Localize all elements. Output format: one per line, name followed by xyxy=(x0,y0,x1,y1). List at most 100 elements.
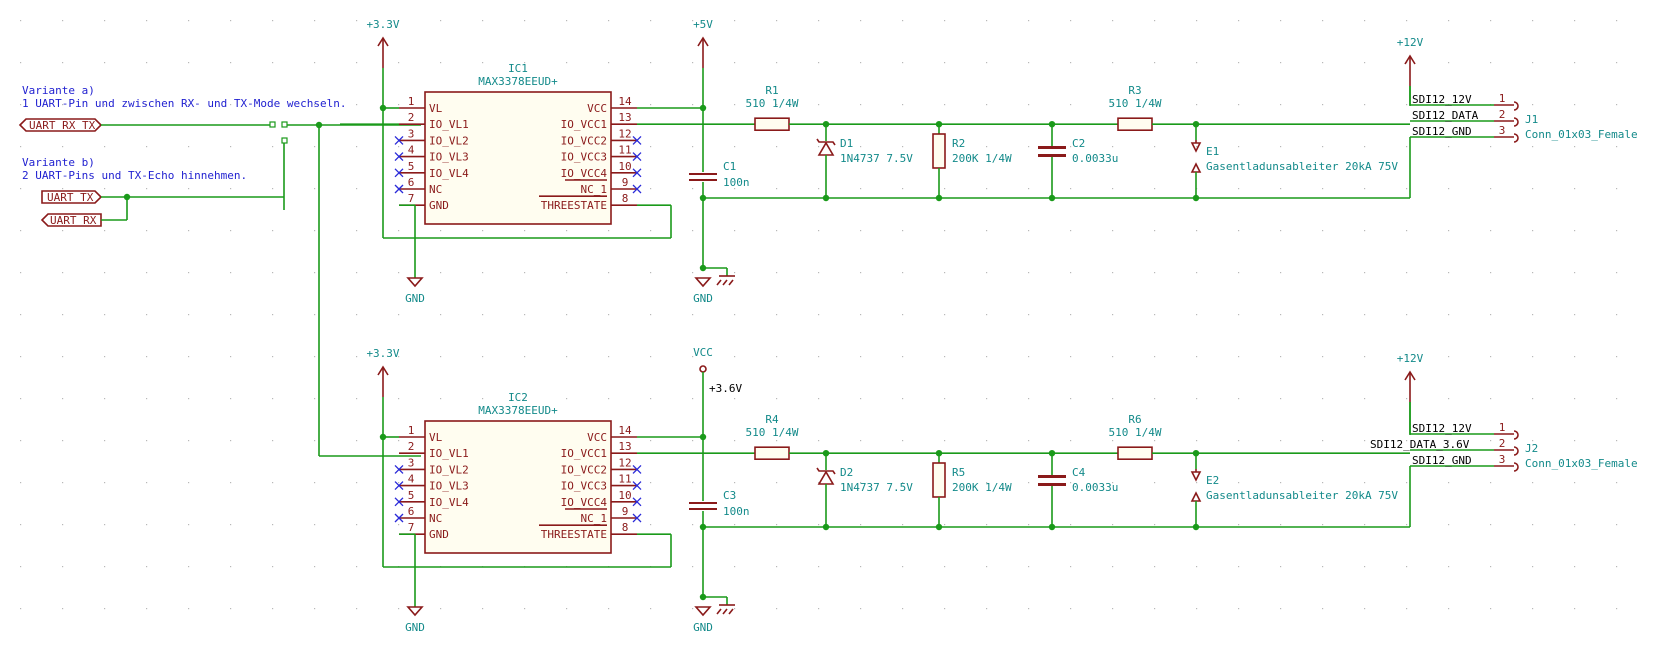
ic-pin-num: 12 xyxy=(618,456,631,469)
stage-1: IC1MAX3378EEUD+1VL2IO_VL13IO_VL24IO_VL35… xyxy=(340,18,1638,305)
net-label-2: SDI12_DATA xyxy=(1412,109,1479,122)
cap-c2-val: 0.0033u xyxy=(1072,152,1118,165)
conn-pin-num: 2 xyxy=(1499,437,1506,450)
resistor-r2[interactable] xyxy=(932,462,946,498)
variant-a-text: 1 UART-Pin und zwischen RX- und TX-Mode … xyxy=(22,97,347,110)
ic-pin-num: 1 xyxy=(408,95,415,108)
resistor-r3[interactable] xyxy=(1117,446,1153,461)
ic-pin-num: 8 xyxy=(622,521,629,534)
res-r2-val: 200K 1/4W xyxy=(952,481,1012,494)
gnd-ic-label: GND xyxy=(405,621,425,634)
gnd-ic: GND xyxy=(405,277,425,305)
ic-body[interactable] xyxy=(424,91,612,225)
ic-pin-name-vl: VL xyxy=(429,431,443,444)
net-label-2: SDI12_DATA_3.6V xyxy=(1370,438,1470,451)
power-12v-label: +12V xyxy=(1397,36,1424,49)
cap-c2-ref: C4 xyxy=(1072,466,1086,479)
diode-d1-ref: D1 xyxy=(840,137,853,150)
ic-pin-num: 2 xyxy=(408,440,415,453)
notes: Variante a) 1 UART-Pin und zwischen RX- … xyxy=(22,84,347,182)
power-12v: +12V xyxy=(1397,352,1424,402)
diode-d1-val: 1N4737 7.5V xyxy=(840,152,913,165)
ic-body[interactable] xyxy=(424,420,612,554)
ic-pin-num: 10 xyxy=(618,160,631,173)
arrestor-e1-ref: E1 xyxy=(1206,145,1219,158)
ic-pin-name-gnd: GND xyxy=(429,199,449,212)
conn-pin-num: 1 xyxy=(1499,421,1506,434)
ic-pin-num: 4 xyxy=(408,144,415,157)
resistor-r2[interactable] xyxy=(932,133,946,169)
res-r1-ref: R4 xyxy=(765,413,779,426)
conn-val: Conn_01x03_Female xyxy=(1525,128,1638,141)
diode-d1-ref: D2 xyxy=(840,466,853,479)
ic-pin-num: 14 xyxy=(618,424,632,437)
res-r3-ref: R6 xyxy=(1128,413,1141,426)
ic-pin-name-io-vl3: IO_VL3 xyxy=(429,480,469,493)
power-12v-label: +12V xyxy=(1397,352,1424,365)
gnd-vcc-label: GND xyxy=(693,292,713,305)
ic-pin-name-io-vl2: IO_VL2 xyxy=(429,134,469,147)
res-r2-ref: R5 xyxy=(952,466,965,479)
ic-pin-num: 9 xyxy=(622,505,629,518)
ic-pin-num: 11 xyxy=(618,144,631,157)
cap-c1-ref: C1 xyxy=(723,160,736,173)
ic-pin-num: 7 xyxy=(408,192,415,205)
cap-c2-ref: C2 xyxy=(1072,137,1085,150)
power-12v: +12V xyxy=(1397,36,1424,86)
resistor-r3[interactable] xyxy=(1117,117,1153,131)
ic-pin-num: 5 xyxy=(408,489,415,502)
ic-pin-num: 3 xyxy=(408,456,415,469)
ic-part: MAX3378EEUD+ xyxy=(478,404,558,417)
ic-pin-num: 13 xyxy=(618,111,631,124)
net-label-3: SDI12_GND xyxy=(1412,125,1472,138)
ic-pin-name-io-vcc2: IO_VCC2 xyxy=(561,134,607,147)
res-r3-ref: R3 xyxy=(1128,84,1141,97)
ic-part: MAX3378EEUD+ xyxy=(478,75,558,88)
res-r3-val: 510 1/4W xyxy=(1109,97,1162,110)
ic-pin-num: 3 xyxy=(408,127,415,140)
net-label-3: SDI12_GND xyxy=(1412,454,1472,467)
jumper-select xyxy=(101,121,421,457)
ic-pin-num: 6 xyxy=(408,505,415,518)
cap-c2-val: 0.0033u xyxy=(1072,481,1118,494)
ic-pin-name-vl: VL xyxy=(429,102,443,115)
arrestor-e1-val: Gasentladunsableiter 20kA 75V xyxy=(1206,489,1398,502)
power-5v-label: +5V xyxy=(693,18,713,31)
conn-pin-num: 2 xyxy=(1499,108,1506,121)
conn-val: Conn_01x03_Female xyxy=(1525,457,1638,470)
resistor-r1[interactable] xyxy=(754,446,790,461)
ic-pin-name-io-vcc3: IO_VCC3 xyxy=(561,151,607,164)
power-vcc-label: VCC xyxy=(693,346,713,359)
ic-pin-num: 10 xyxy=(618,489,631,502)
ic-pin-name-nc-1: NC_1 xyxy=(581,512,608,525)
stage-2: IC2MAX3378EEUD+1VL2IO_VL13IO_VL24IO_VL35… xyxy=(366,346,1637,634)
res-r1-ref: R1 xyxy=(765,84,778,97)
power-5v: +5V xyxy=(693,18,713,68)
gnd-vcc: GND xyxy=(693,277,713,305)
power-3v3-label: +3.3V xyxy=(366,18,399,31)
ic-ref: IC1 xyxy=(508,62,528,75)
ic-pin-name-nc: NC xyxy=(429,512,442,525)
ic-pin-name-io-vl4: IO_VL4 xyxy=(429,167,469,180)
ic-pin-name-threestate: THREESTATE xyxy=(541,199,607,212)
variant-b-title: Variante b) xyxy=(22,156,95,169)
variant-a-title: Variante a) xyxy=(22,84,95,97)
label-uart-rx: UART_RX xyxy=(50,214,97,227)
ic-pin-num: 12 xyxy=(618,127,631,140)
ic-pin-num: 11 xyxy=(618,473,631,486)
label-uart-tx: UART_TX xyxy=(47,191,94,204)
ic-pin-name-io-vl2: IO_VL2 xyxy=(429,463,469,476)
cap-c1-val: 100n xyxy=(723,176,750,189)
diode-d1-val: 1N4737 7.5V xyxy=(840,481,913,494)
ic-pin-num: 13 xyxy=(618,440,631,453)
conn-pin-num: 3 xyxy=(1499,124,1506,137)
power-3v3-label: +3.3V xyxy=(366,347,399,360)
ic-pin-name-threestate: THREESTATE xyxy=(541,528,607,541)
res-r2-ref: R2 xyxy=(952,137,965,150)
arrestor-e1-ref: E2 xyxy=(1206,474,1219,487)
ic-pin-name-vcc: VCC xyxy=(587,102,607,115)
label-uart-tx-shape[interactable] xyxy=(41,190,103,204)
resistor-r1[interactable] xyxy=(754,117,790,131)
ic-pin-name-io-vl4: IO_VL4 xyxy=(429,496,469,509)
power-3v3: +3.3V xyxy=(366,18,400,68)
